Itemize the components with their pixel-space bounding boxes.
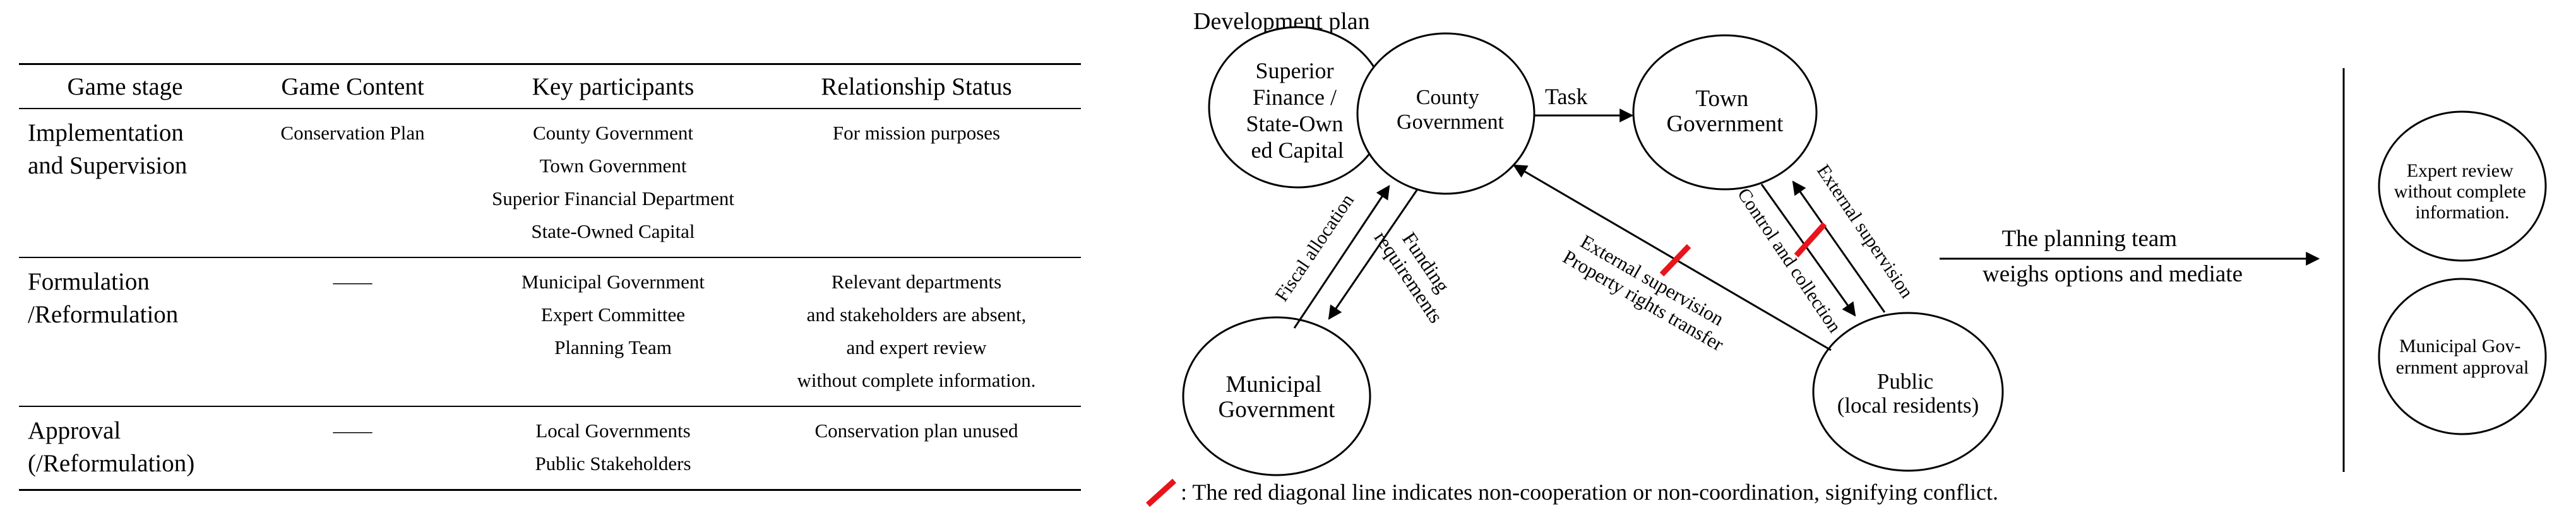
node-municipal-government: Municipal Government xyxy=(1182,316,1371,476)
node-line: County xyxy=(1416,86,1479,109)
status-line: and stakeholders are absent, xyxy=(806,303,1027,326)
planning-team-arrow: The planning team weighs options and med… xyxy=(1940,226,2320,287)
conflict-marker-public-county xyxy=(1659,244,1691,277)
node-line: information. xyxy=(2415,202,2509,223)
content-cell: Conservation Plan xyxy=(231,109,474,257)
public-to-county-label: External supervision Property rights tra… xyxy=(1559,227,1739,356)
svg-text:County Government: County Government xyxy=(1397,86,1505,134)
game-stage-table: Game stage Game Content Key participants… xyxy=(19,63,1081,491)
table-header-row: Game stage Game Content Key participants… xyxy=(19,64,1081,109)
participant-line: Expert Committee xyxy=(540,303,686,326)
content-line: Conservation Plan xyxy=(280,122,425,144)
stage-line: Implementation xyxy=(28,119,184,146)
node-line: Municipal Gov- xyxy=(2399,336,2520,356)
conflict-marker-town-public xyxy=(1794,221,1827,258)
node-line: Government xyxy=(1219,397,1336,423)
node-public: Public (local residents) xyxy=(1812,312,2004,472)
node-line: ed Capital xyxy=(1251,138,1344,163)
control-collection-label: Control and collection xyxy=(1733,184,1845,336)
participants-cell: Local Governments Public Stakeholders xyxy=(474,406,752,490)
legend-red-line-icon xyxy=(1145,478,1177,507)
header-game-content: Game Content xyxy=(281,73,424,100)
node-line: Superior xyxy=(1256,58,1334,83)
svg-text:Superior Finance /: Superior Finance / State-Own ed Capital xyxy=(1246,58,1349,163)
header-game-stage: Game stage xyxy=(67,73,183,100)
svg-text:Municipal Gov- ernment a: Municipal Gov- ernment approval xyxy=(2396,336,2529,378)
content-cell: —— xyxy=(231,257,474,406)
svg-text:The planning team weighs: The planning team weighs options and med… xyxy=(1983,226,2243,287)
participant-line: Local Governments xyxy=(535,420,691,442)
legend: : The red diagonal line indicates non-co… xyxy=(1145,478,1998,507)
svg-text:Town Government: Town Government xyxy=(1667,86,1784,137)
node-line: Expert review xyxy=(2407,160,2513,181)
node-line: without complete xyxy=(2394,181,2526,202)
stage-line: and Supervision xyxy=(28,152,188,179)
node-line: Government xyxy=(1667,111,1784,137)
node-line: (local residents) xyxy=(1837,393,1979,418)
node-town-government: Town Government xyxy=(1632,34,1818,191)
node-expert-review: Expert review without complete informati… xyxy=(2378,110,2547,262)
status-cell: For mission purposes xyxy=(752,109,1081,257)
node-line: Public xyxy=(1877,369,1933,394)
table-row: Formulation /Reformulation —— Municipal … xyxy=(19,257,1081,406)
edge-task: Task xyxy=(1534,84,1634,122)
table-row: Implementation and Supervision Conservat… xyxy=(19,109,1081,257)
stage-line: /Reformulation xyxy=(28,301,179,328)
content-cell: —— xyxy=(231,406,474,490)
svg-text:Expert review without co: Expert review without complete informati… xyxy=(2394,160,2531,223)
status-cell: Relevant departments and stakeholders ar… xyxy=(752,257,1081,406)
header-key-participants: Key participants xyxy=(532,73,695,100)
stage-line: (/Reformulation) xyxy=(28,450,195,477)
legend-text: : The red diagonal line indicates non-co… xyxy=(1181,480,1998,505)
status-line: and expert review xyxy=(846,336,987,358)
stage-cell: Formulation /Reformulation xyxy=(19,257,231,406)
table: Game stage Game Content Key participants… xyxy=(19,63,1081,491)
participant-line: County Government xyxy=(533,122,693,144)
stage-cell: Approval (/Reformulation) xyxy=(19,406,231,490)
status-line: For mission purposes xyxy=(832,122,1001,144)
content-line: —— xyxy=(333,271,373,293)
header-relationship-status: Relationship Status xyxy=(821,73,1012,100)
content-line: —— xyxy=(333,420,373,442)
table-row: Approval (/Reformulation) —— Local Gover… xyxy=(19,406,1081,490)
status-line: Relevant departments xyxy=(831,271,1002,293)
svg-text:Municipal Government: Municipal Government xyxy=(1219,372,1336,423)
node-superior-finance: Superior Finance / State-Own ed Capital xyxy=(1208,26,1387,189)
node-line: ernment approval xyxy=(2396,357,2529,378)
funding-requirements-label: Funding requirements xyxy=(1370,215,1467,327)
node-line: Town xyxy=(1696,86,1749,112)
node-line: Municipal xyxy=(1225,372,1321,398)
stage-line: Formulation xyxy=(28,268,150,295)
node-line: Government xyxy=(1397,110,1505,134)
node-line: State-Own xyxy=(1246,111,1344,136)
status-cell: Conservation plan unused xyxy=(752,406,1081,490)
participant-line: Public Stakeholders xyxy=(535,452,691,474)
task-label: Task xyxy=(1545,84,1587,109)
participant-line: Town Government xyxy=(539,155,687,177)
fiscal-allocation-label: Fiscal allocation xyxy=(1271,191,1358,305)
participant-line: Municipal Government xyxy=(521,271,705,293)
node-municipal-approval: Municipal Gov- ernment approval xyxy=(2378,278,2547,435)
participants-cell: County Government Town Government Superi… xyxy=(474,109,752,257)
participant-line: Planning Team xyxy=(554,336,672,358)
participants-cell: Municipal Government Expert Committee Pl… xyxy=(474,257,752,406)
status-line: without complete information. xyxy=(797,369,1036,391)
stage-cell: Implementation and Supervision xyxy=(19,109,231,257)
planning-team-line: weighs options and mediate xyxy=(1983,261,2243,287)
node-line: Finance / xyxy=(1253,85,1337,110)
planning-team-line: The planning team xyxy=(2002,226,2178,252)
svg-text:Public (local residents): Public (local residents) xyxy=(1837,369,1979,418)
node-county-government: County Government xyxy=(1356,32,1535,195)
participant-line: Superior Financial Department xyxy=(492,187,734,209)
stage-line: Approval xyxy=(28,417,121,444)
participant-line: State-Owned Capital xyxy=(531,220,695,242)
status-line: Conservation plan unused xyxy=(814,420,1018,442)
